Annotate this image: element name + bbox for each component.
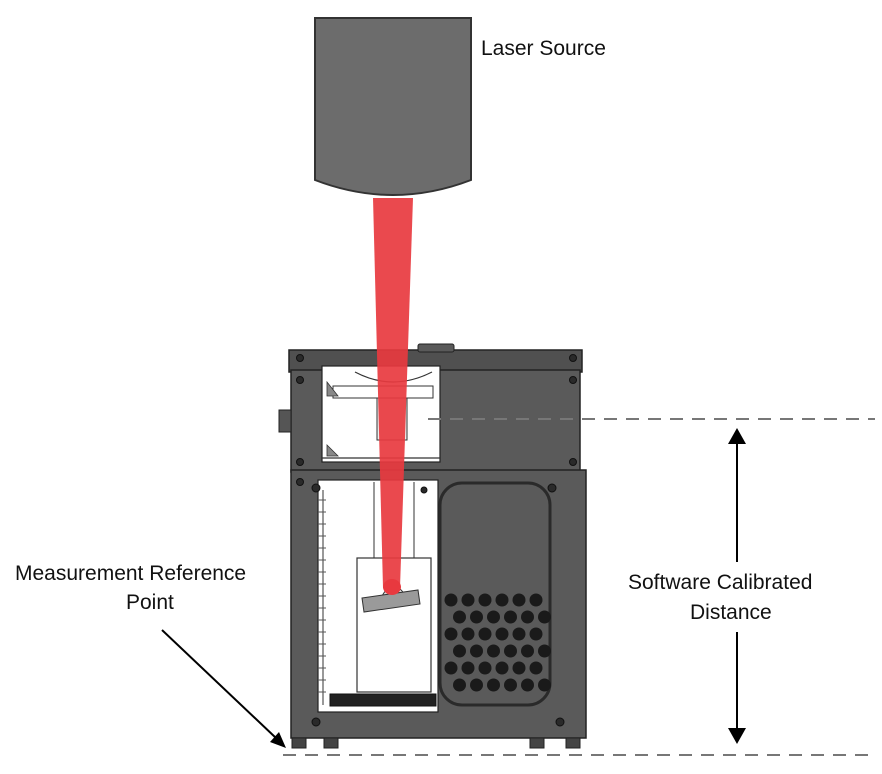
- vent-hole: [444, 661, 458, 675]
- vent-hole: [521, 644, 534, 658]
- vent-hole: [529, 627, 543, 641]
- calibrated-distance-label-line2: Distance: [690, 601, 772, 624]
- vent-hole: [529, 661, 543, 675]
- device-side-panel: [438, 481, 552, 707]
- device-feet: [291, 737, 581, 749]
- sample-plate: [361, 589, 421, 613]
- vent-hole: [453, 644, 466, 658]
- vent-hole: [512, 627, 526, 641]
- double-arrow-icon: [728, 428, 746, 744]
- device-side-knob: [278, 409, 292, 433]
- vent-hole: [453, 610, 466, 624]
- measurement-reference-label-line1: Measurement Reference: [15, 562, 247, 585]
- device-top-knob: [417, 343, 455, 353]
- vent-holes: [444, 593, 551, 692]
- vent-hole: [495, 593, 509, 607]
- vent-hole: [444, 593, 458, 607]
- vent-hole: [470, 644, 483, 658]
- device-bottom-tray: [329, 693, 437, 707]
- vent-hole: [461, 661, 475, 675]
- vent-hole: [487, 610, 500, 624]
- vent-hole: [487, 644, 500, 658]
- laser-source-housing: [314, 17, 472, 196]
- calibrated-distance-label-line1: Software Calibrated: [628, 571, 813, 594]
- vent-hole: [478, 627, 492, 641]
- vent-hole: [512, 593, 526, 607]
- arrow-icon: [161, 629, 286, 748]
- vent-hole: [529, 593, 543, 607]
- vent-hole: [521, 678, 534, 692]
- vent-hole: [470, 678, 483, 692]
- laser-source-label: Laser Source: [481, 37, 606, 60]
- vent-hole: [538, 678, 551, 692]
- vent-hole: [495, 627, 509, 641]
- vent-hole: [444, 627, 458, 641]
- vent-hole: [504, 644, 517, 658]
- vent-hole: [470, 610, 483, 624]
- vent-hole: [504, 610, 517, 624]
- vent-hole: [453, 678, 466, 692]
- vent-hole: [538, 644, 551, 658]
- vent-hole: [504, 678, 517, 692]
- measurement-reference-label-line2: Point: [126, 591, 174, 614]
- vent-hole: [478, 593, 492, 607]
- vent-hole: [461, 593, 475, 607]
- vent-hole: [521, 610, 534, 624]
- screw-icon: [296, 354, 577, 727]
- vent-hole: [487, 678, 500, 692]
- vent-hole: [478, 661, 492, 675]
- vent-hole: [538, 610, 551, 624]
- vent-hole: [512, 661, 526, 675]
- vent-hole: [461, 627, 475, 641]
- laser-beam: [373, 198, 413, 588]
- sample-holder: [356, 557, 432, 693]
- vent-hole: [495, 661, 509, 675]
